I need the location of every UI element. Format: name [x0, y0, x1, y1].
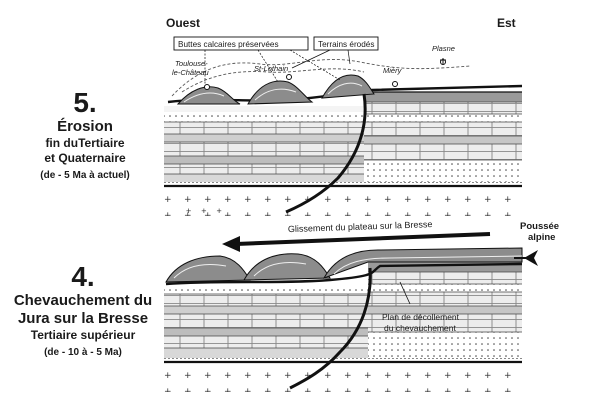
stage5-basement	[164, 186, 522, 216]
stage5-west-block	[164, 106, 364, 182]
stage5-subtitle-1: fin duTertiaire	[45, 136, 125, 150]
stage4-fault	[289, 267, 372, 390]
stage5-eroded-outline	[171, 59, 471, 97]
stage4-cross-section	[164, 232, 538, 392]
glissement-label: Glissement du plateau sur la Bresse	[288, 219, 433, 234]
plasne-label: Plasne	[432, 44, 455, 53]
stage4-title-2: Jura sur la Bresse	[17, 310, 149, 327]
plan-label-1: Plan de décollement	[382, 312, 460, 322]
stage5-villages	[204, 58, 446, 90]
stage4-title-1: Chevauchement du	[13, 292, 153, 309]
stage5-cross-section: + + +	[164, 36, 523, 216]
poussee-label-2: alpine	[528, 232, 555, 243]
toulouse-label-1: Toulouse-	[175, 59, 208, 68]
miery-label: Miéry	[383, 66, 403, 75]
poussee-label-1: Poussée	[520, 221, 559, 232]
stage5-time: (de - 5 Ma à actuel)	[40, 170, 130, 181]
stage5-title: Érosion	[57, 118, 113, 135]
stage4-number: 4.	[71, 261, 95, 292]
stage5-caption: 5. Érosion fin duTertiaire et Quaternair…	[10, 88, 160, 183]
east-label: Est	[497, 16, 516, 30]
plan-label-2: du chevauchement	[384, 323, 456, 333]
stage5-number: 5.	[73, 87, 97, 118]
stage4-east-block	[368, 262, 522, 358]
stage4-caption: 4. Chevauchement du Jura sur la Bresse T…	[2, 262, 164, 360]
stage5-east-block	[364, 91, 522, 182]
stage5-subtitle-2: et Quaternaire	[44, 151, 126, 165]
stage5-buttes	[176, 74, 375, 105]
terrains-label-box	[313, 36, 379, 51]
stlothain-label: St-Lothain	[254, 64, 288, 73]
stage5-fault	[285, 93, 367, 214]
west-label: Ouest	[166, 16, 200, 30]
terrains-label: Terrains érodés	[318, 40, 374, 49]
glissement-arrow	[235, 232, 491, 246]
decollement-leader	[399, 281, 411, 305]
buttes-label: Buttes calcaires préservées	[178, 40, 279, 49]
toulouse-label-2: le-Château	[172, 68, 210, 77]
buttes-label-box	[173, 36, 309, 51]
svg-text:+ + +: + + +	[186, 206, 222, 216]
stage4-west-block	[164, 286, 368, 358]
stage4-time: (de - 10 à - 5 Ma)	[44, 347, 122, 358]
stage4-subtitle: Tertiaire supérieur	[30, 328, 136, 342]
stage4-thrust-sheet	[165, 247, 523, 286]
stage4-basement	[164, 362, 522, 392]
